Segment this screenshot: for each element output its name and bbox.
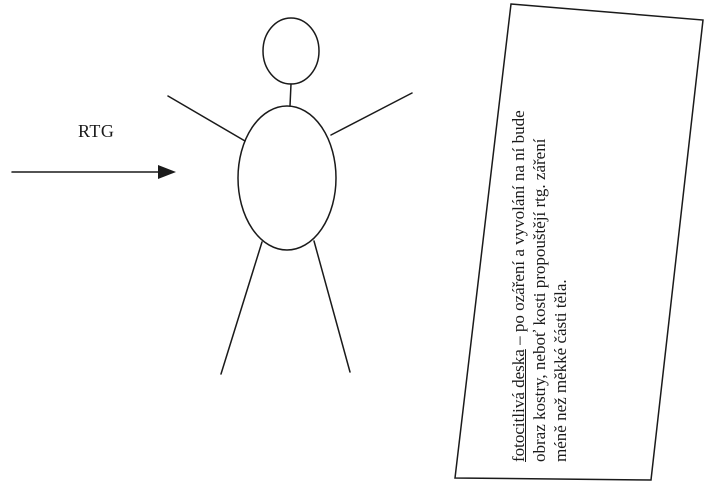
plate-text-line-2: obraz kostry, neboť kosti propouštějí rt… (529, 12, 550, 462)
plate-text-line-3: méně než měkké části těla. (550, 12, 571, 462)
figure-neck (290, 84, 291, 106)
figure-left-leg (221, 242, 262, 374)
human-figure (168, 18, 412, 374)
figure-right-leg (314, 241, 350, 372)
figure-left-arm (168, 96, 245, 141)
figure-right-arm (331, 93, 412, 135)
plate-description: fotocitlivá deska – po ozáření a vyvolán… (508, 12, 571, 462)
plate-term: fotocitlivá deska (509, 349, 528, 462)
rtg-label: RTG (78, 121, 114, 142)
figure-torso (238, 106, 336, 250)
photosensitive-plate (455, 4, 703, 480)
plate-text-line-1-rest: – po ozáření a vyvolání na ní bude (509, 110, 528, 349)
plate-text-line-1: fotocitlivá deska – po ozáření a vyvolán… (508, 12, 529, 462)
figure-head (263, 18, 319, 84)
rtg-arrow (12, 165, 176, 179)
